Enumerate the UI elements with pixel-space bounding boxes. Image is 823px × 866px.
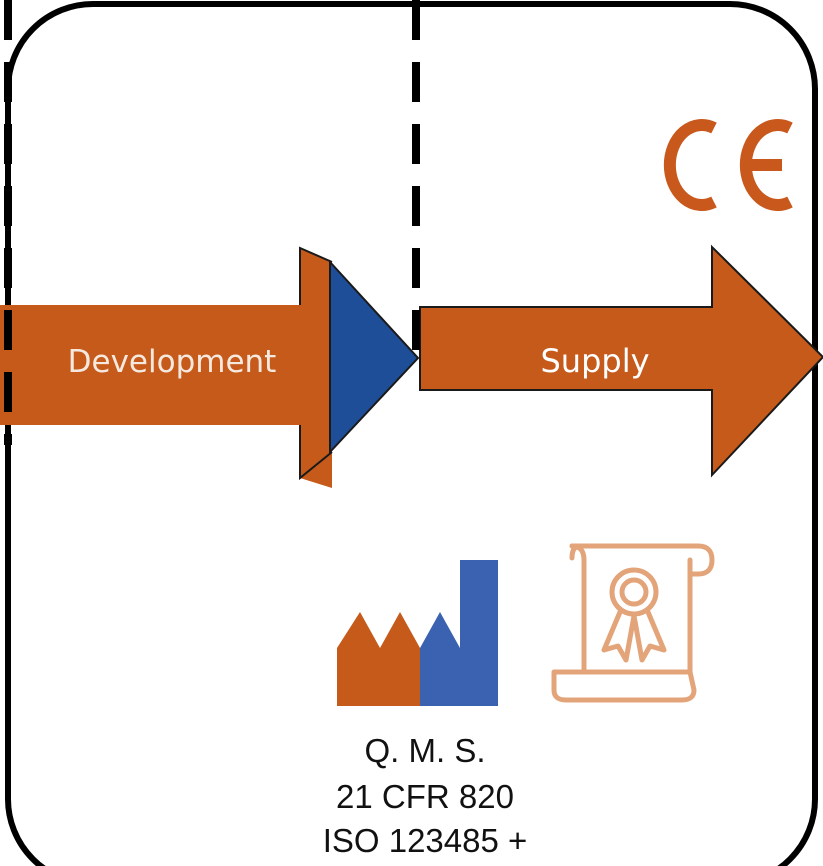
development-arrow-outline-bottom bbox=[299, 425, 333, 481]
ce-mark-icon bbox=[663, 119, 793, 211]
development-label: Development bbox=[68, 344, 277, 380]
supply-label: Supply bbox=[540, 342, 649, 380]
qms-standard-iso: ISO 123485 + bbox=[322, 822, 528, 859]
development-arrow bbox=[0, 248, 332, 488]
supply-arrow bbox=[419, 244, 823, 478]
certificate-scroll-icon bbox=[551, 543, 715, 703]
development-arrow-outline bbox=[299, 246, 333, 305]
qms-standard-cfr: 21 CFR 820 bbox=[336, 778, 514, 815]
factory-icon bbox=[337, 560, 498, 706]
qms-title: Q. M. S. bbox=[364, 732, 486, 769]
development-arrow-tip bbox=[329, 259, 420, 455]
